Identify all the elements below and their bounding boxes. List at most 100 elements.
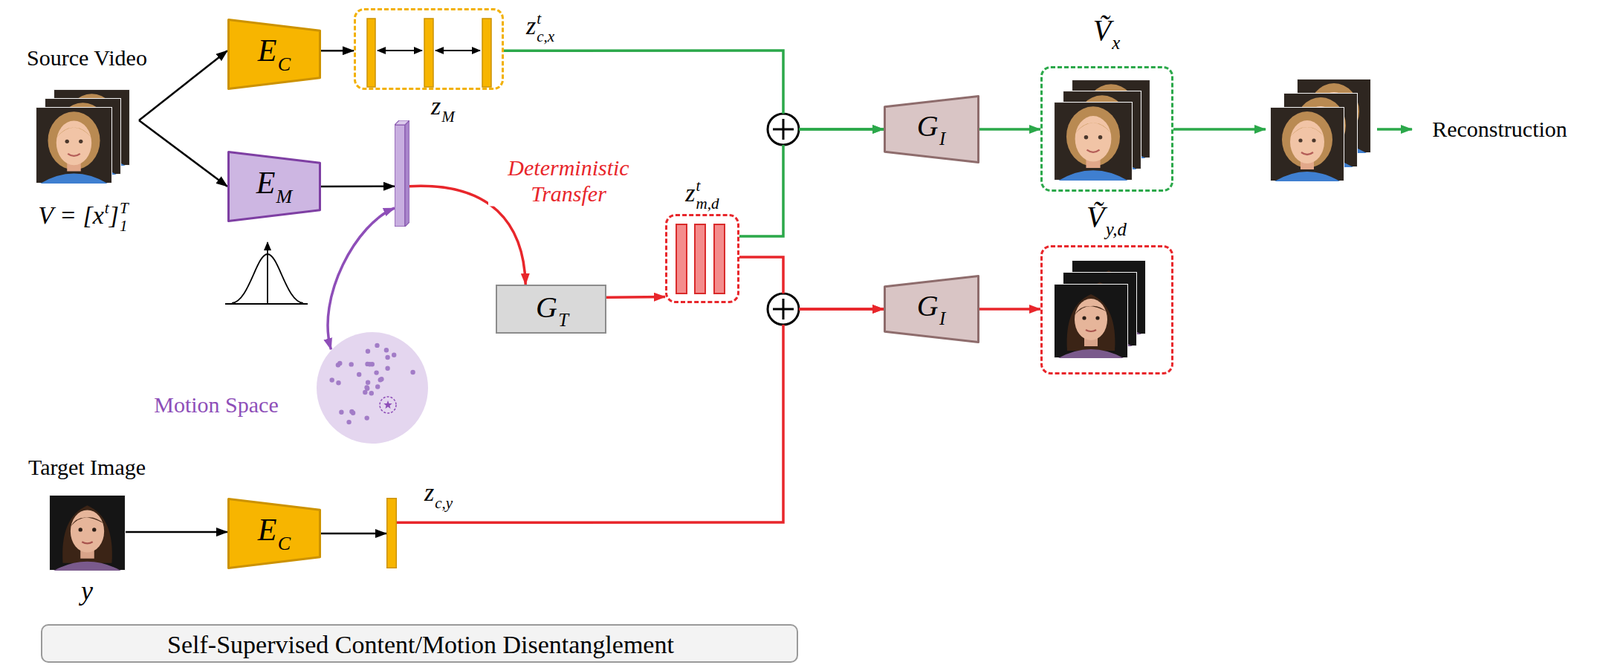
motion-sample — [364, 415, 370, 420]
free-label: Reconstruction — [1429, 116, 1570, 143]
subscript-text: 1 — [119, 216, 129, 235]
content-encoder: EC — [227, 497, 322, 570]
subscript-text: m,d — [696, 194, 720, 213]
output-frames — [1270, 78, 1372, 182]
subscript-text: I — [939, 308, 946, 330]
reconstruction-box: Ṽx — [1040, 66, 1174, 192]
subscript-text: C — [277, 53, 291, 76]
node-label: ztm,d — [685, 176, 719, 213]
connector — [125, 531, 228, 534]
node-label: y — [81, 575, 93, 607]
connector — [503, 50, 884, 130]
content-encoder: EC — [227, 18, 322, 90]
connector — [321, 185, 395, 188]
script-stack: T1 — [119, 199, 129, 235]
content-feature-bars — [367, 18, 376, 87]
label-text: Self-Supervised Content/Motion Disentang… — [167, 630, 675, 659]
script-stack: C — [277, 532, 291, 556]
motion-sample — [362, 390, 368, 395]
label-text: Source Video — [26, 45, 148, 70]
node-label: GT — [535, 290, 569, 332]
motion-feature-bars — [694, 224, 706, 294]
source-video-frames — [35, 107, 113, 184]
trapezoid-outline — [885, 276, 979, 343]
label-text: Motion Space — [153, 392, 278, 417]
motion-sample — [356, 372, 362, 377]
motion-feature-bars — [714, 224, 725, 294]
script-stack: T — [558, 309, 569, 332]
content-code-box: ztc,x — [353, 8, 504, 90]
motion-space: Motion Space — [315, 331, 429, 445]
node-label: zM — [431, 91, 455, 126]
selected-star — [383, 400, 392, 409]
node-label: EC — [257, 32, 291, 76]
connector — [138, 50, 228, 121]
node-label: EC — [257, 512, 291, 556]
script-stack: C — [277, 53, 291, 76]
node-label: GI — [917, 109, 946, 151]
script-stack: t — [104, 199, 110, 217]
script-stack: I — [939, 308, 946, 330]
motion-code-bar: zM — [394, 120, 410, 227]
script-stack: tc,x — [536, 9, 555, 46]
bar-side — [405, 120, 410, 227]
node-label: Target Image — [28, 454, 146, 481]
subscript-text: M — [276, 185, 293, 209]
motion-sample — [335, 380, 341, 385]
motion-sample — [349, 409, 354, 414]
gaussian-plot — [266, 242, 269, 304]
node-label: EM — [256, 164, 293, 209]
transferred-frames — [1053, 260, 1146, 359]
node-label: zc,y — [424, 477, 453, 513]
label-text: z — [685, 179, 695, 207]
label-text: Ṽ — [1093, 13, 1112, 47]
caption-box: Self-Supervised Content/Motion Disentang… — [40, 624, 799, 663]
sum-symbol — [782, 118, 785, 140]
transfer-generator: GT — [495, 284, 607, 334]
node-label: Motion Space — [153, 392, 278, 419]
script-stack: I — [939, 128, 946, 151]
subscript-text: x — [1111, 32, 1120, 55]
subscript-text: T — [558, 309, 569, 332]
connector — [739, 257, 884, 310]
gaussian-plot — [231, 254, 304, 304]
connector — [979, 127, 1041, 131]
motion-sample — [375, 384, 380, 389]
connector — [321, 49, 354, 53]
bar-front — [394, 124, 406, 227]
label-text: ] — [109, 201, 119, 229]
source-video-frames — [35, 89, 131, 184]
sum-symbol — [767, 113, 799, 145]
output-frames — [1270, 107, 1345, 182]
connector — [321, 532, 387, 536]
node-label: GI — [917, 289, 946, 330]
superscript-text: t — [104, 199, 110, 217]
output-arrow — [1173, 127, 1266, 131]
edge-label: Deterministic Transfer — [488, 155, 649, 207]
motion-feature-bars — [676, 224, 725, 294]
label-text: E — [256, 165, 276, 200]
motion-sample — [346, 419, 351, 425]
motion-sample — [374, 343, 380, 348]
node-label: Ṽy,d — [1086, 199, 1127, 241]
label-text: z — [431, 92, 441, 120]
superscript-text: t — [696, 176, 720, 195]
trapezoid-outline — [228, 20, 321, 90]
motion-sample — [338, 410, 344, 415]
selected-ring — [379, 396, 397, 414]
script-stack: c,y — [434, 494, 453, 513]
trapezoid-outline — [228, 152, 321, 222]
motion-sample — [410, 370, 415, 375]
motion-sample — [329, 377, 335, 382]
image-generator: GI — [883, 95, 980, 164]
target-image-frame — [49, 494, 126, 571]
motion-sample — [365, 380, 371, 385]
transfer-box: Ṽy,d — [1040, 245, 1174, 375]
image-generator: GI — [883, 274, 980, 344]
node-label: Self-Supervised Content/Motion Disentang… — [167, 630, 675, 660]
script-stack: M — [441, 107, 455, 126]
superscript-text: t — [536, 9, 555, 28]
motion-encoder: EM — [227, 150, 322, 223]
bar-rect — [387, 498, 397, 569]
motion-sample — [365, 349, 371, 354]
